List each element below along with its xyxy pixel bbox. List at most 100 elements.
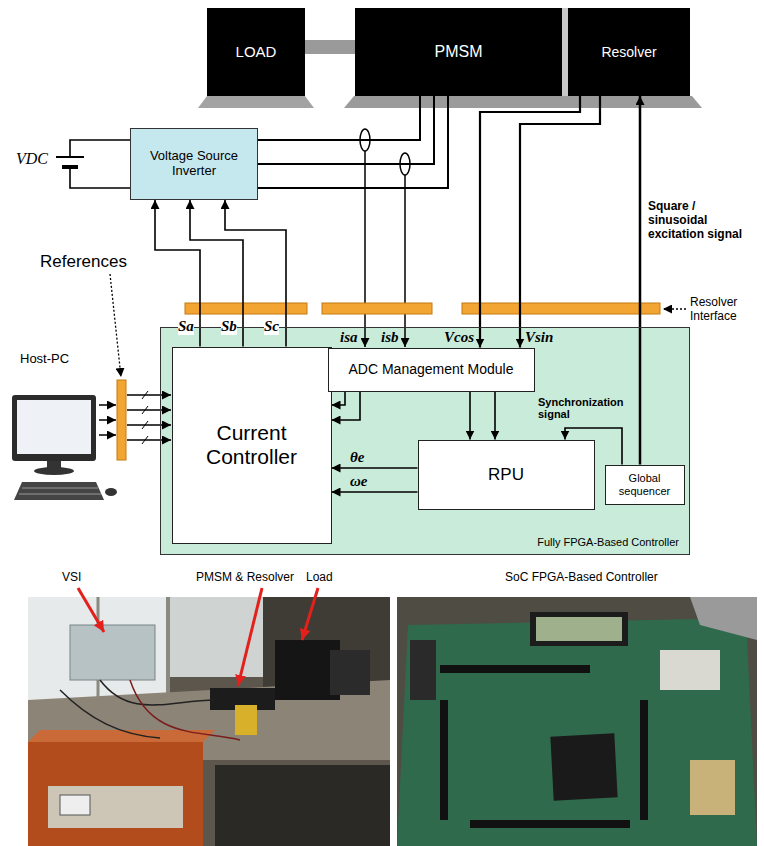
bus-arrow (142, 406, 148, 414)
resolver-signal (520, 96, 600, 348)
host-pc-icon (22, 488, 98, 489)
box-label: Global sequencer (606, 470, 684, 499)
voltage-label: VDC (16, 150, 48, 168)
bus-arrow (127, 409, 171, 411)
leader-line (110, 274, 121, 377)
bus-arrow (127, 424, 171, 426)
dc-battery (70, 140, 130, 157)
box-label: LOAD (232, 41, 281, 62)
excitation-signal (639, 96, 642, 465)
lab-photo (100, 680, 215, 705)
board-photo (550, 733, 617, 800)
signal-name: isb (381, 329, 399, 346)
host-pc-icon (12, 395, 96, 461)
signal-name: ωe (350, 473, 368, 490)
signal-name: Sa (178, 318, 194, 335)
process-box: ADC Management Module (328, 348, 535, 392)
signal-name: Vcos (444, 329, 474, 346)
region-title: Fully FPGA-Based Controller (533, 534, 683, 551)
lab-photo (70, 625, 155, 680)
machine-base (344, 96, 702, 108)
interface-bar (117, 380, 126, 460)
box-label: Resolver (597, 42, 660, 62)
phase-wire (258, 96, 420, 140)
dc-battery (56, 140, 130, 188)
current-sensor (364, 151, 366, 347)
bus-arrow (99, 419, 116, 421)
photo-caption: SoC FPGA-Based Controller (505, 571, 658, 585)
board-photo (397, 618, 757, 846)
lab-photo (235, 705, 257, 735)
board-photo (530, 612, 628, 646)
leader-line (663, 308, 686, 309)
fpga-region: Fully FPGA-Based Controller Current Contr… (160, 327, 690, 555)
inverter-box: Voltage Source Inverter (130, 128, 258, 200)
bus-arrow (99, 404, 116, 406)
bus-arrow (142, 391, 148, 399)
interface-bar (462, 303, 660, 314)
board-photo (536, 617, 622, 641)
lab-photo (330, 650, 370, 695)
photo-label: Load (306, 571, 333, 585)
process-box: Global sequencer (605, 465, 685, 505)
board-photo (410, 640, 436, 700)
board-photo (690, 597, 757, 640)
callout-label: References (40, 252, 127, 272)
signal-name: isa (340, 329, 358, 346)
machine-base (198, 96, 702, 108)
data-arrow (332, 467, 418, 469)
callout-arrow (78, 588, 104, 632)
lab-photo (130, 680, 240, 740)
board-photo (440, 700, 448, 820)
dc-battery (70, 167, 130, 188)
gate-signal (190, 200, 243, 347)
device-label: Host-PC (20, 352, 69, 367)
board-photo (640, 700, 648, 820)
board-photo (660, 650, 720, 690)
process-box: Current Controller (172, 347, 332, 544)
interface-bar (185, 303, 307, 314)
signal-name: Square / sinusoidal excitation signal (648, 200, 756, 241)
phase-wire (258, 96, 434, 164)
data-arrow (469, 392, 471, 440)
box-label: PMSM (431, 41, 487, 63)
callout-arrow (78, 588, 318, 686)
bus-arrow (142, 436, 148, 444)
host-pc-icon (12, 395, 117, 500)
dc-battery (56, 156, 84, 158)
lab-photo (48, 786, 183, 828)
bus-arrow (127, 394, 171, 396)
host-pc-icon (34, 467, 74, 475)
load-box: LOAD (207, 8, 305, 96)
signal-name: Vsin (525, 329, 553, 346)
data-arrow (332, 392, 346, 406)
lab-photo (28, 597, 168, 702)
board-photo (397, 597, 757, 846)
lab-photo (28, 597, 390, 846)
lab-photo (28, 597, 390, 846)
signal-name: Synchronization signal (538, 396, 636, 420)
data-arrow (332, 491, 418, 493)
box-label: RPU (484, 463, 528, 487)
board-photo (690, 760, 735, 815)
board-photo (440, 665, 590, 673)
host-pc-icon (19, 494, 101, 495)
lab-photo (28, 742, 203, 846)
gate-signal (155, 200, 200, 347)
current-sensor (404, 175, 406, 347)
lab-photo (215, 765, 390, 846)
callout-arrow (238, 588, 262, 686)
bus-arrow (99, 434, 116, 436)
board-photo (397, 597, 757, 846)
board-photo (470, 820, 630, 828)
callout-label: Resolver Interface (690, 296, 762, 324)
signal-name: Sb (221, 318, 237, 335)
bus-arrow (127, 439, 171, 441)
motor-box: PMSM (355, 8, 562, 96)
lab-photo (166, 597, 170, 700)
photo-label: VSI (62, 571, 81, 585)
data-arrow (494, 392, 496, 440)
